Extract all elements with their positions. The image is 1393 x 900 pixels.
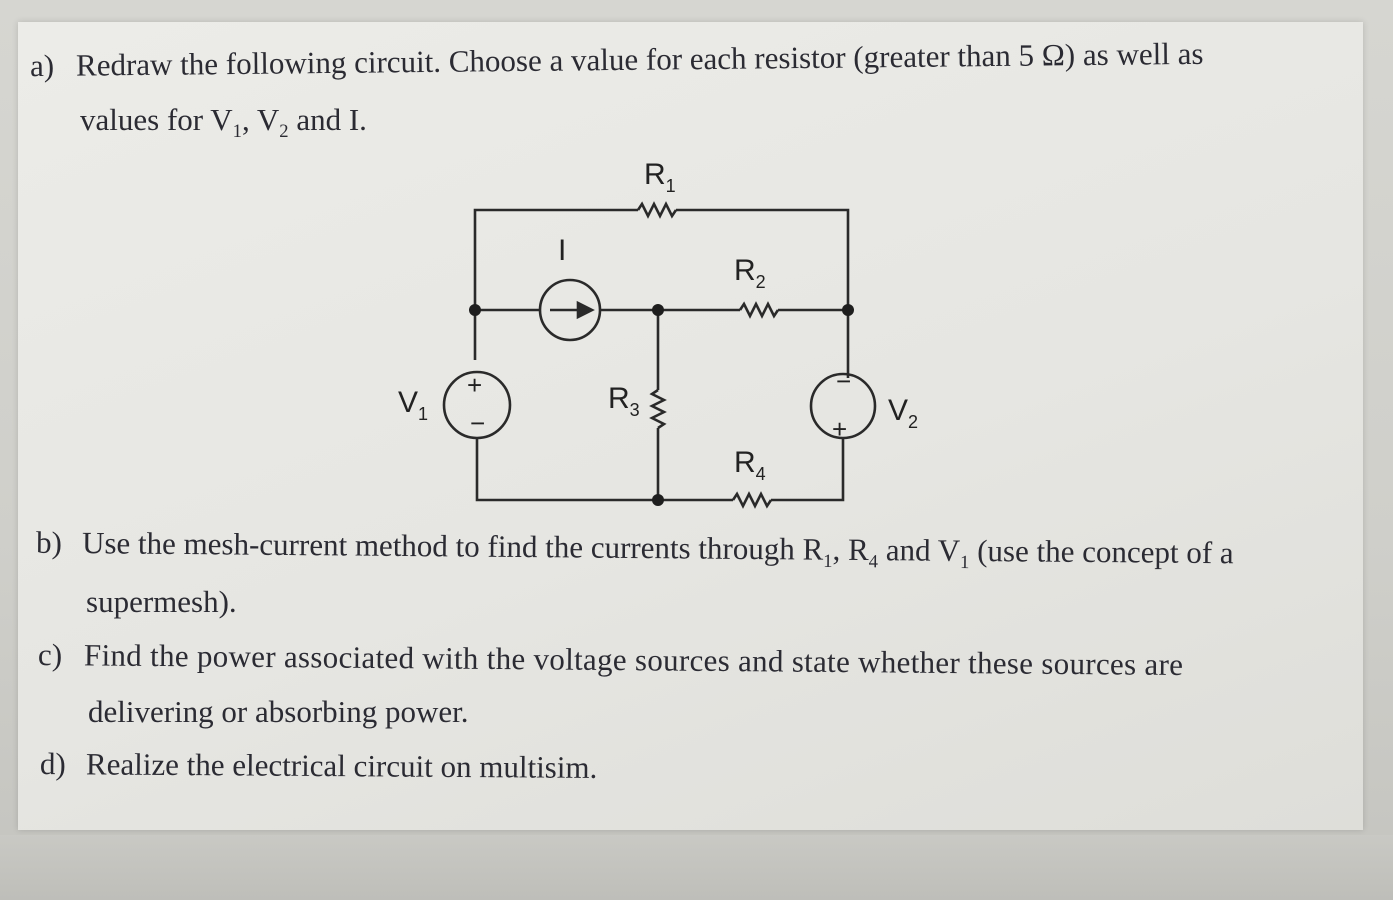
v2-plus: + (832, 414, 847, 444)
question-a-label: a) (29, 47, 55, 84)
current-label: I (558, 234, 566, 267)
junction-dot (469, 304, 481, 316)
v1-label: V1 (398, 386, 428, 424)
r3-label: R3 (608, 382, 640, 420)
question-b-line2: supermesh). (86, 584, 237, 619)
r2-resistor (738, 301, 780, 319)
junction-dot (842, 304, 854, 316)
junction-dot (652, 304, 664, 316)
v2-minus: − (836, 366, 851, 396)
v1-plus: + (467, 370, 482, 400)
r2-label: R2 (734, 254, 766, 292)
junction-dots (469, 304, 854, 506)
r4-resistor (731, 491, 773, 509)
v1-minus: − (470, 408, 485, 438)
r4-label: R4 (734, 446, 766, 484)
circuit-diagram: R1 I R2 V1 + − R3 − + V2 R4 (398, 158, 918, 509)
worksheet-page (18, 22, 1363, 830)
question-d-label: d) (39, 746, 66, 782)
current-source (538, 278, 602, 342)
r3-resistor (649, 388, 667, 430)
r1-label: R1 (644, 158, 676, 196)
r1-resistor (636, 201, 678, 219)
question-d: d) Realize the electrical circuit on mult… (39, 746, 598, 785)
v2-label: V2 (888, 394, 918, 432)
question-a-line2: values for V1, V2 and I. (80, 102, 367, 143)
question-c-label: c) (37, 637, 63, 673)
background-surface (0, 835, 1393, 900)
question-b-label: b) (35, 524, 63, 560)
question-c-line2: delivering or absorbing power. (88, 694, 469, 729)
junction-dot (652, 494, 664, 506)
question-d-line1: Realize the electrical circuit on multis… (85, 746, 598, 785)
v2-source (809, 372, 877, 440)
